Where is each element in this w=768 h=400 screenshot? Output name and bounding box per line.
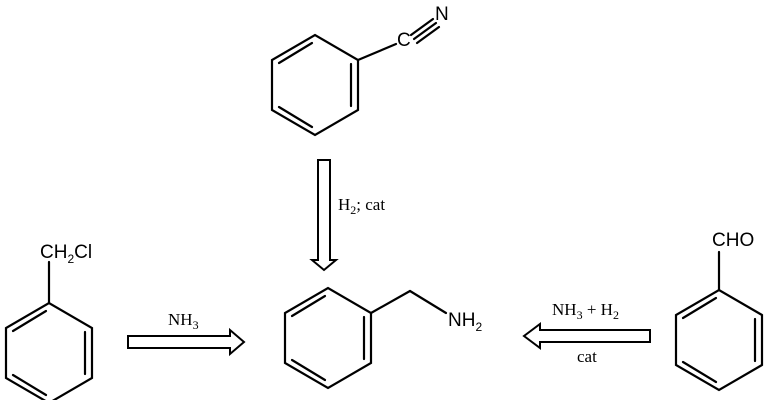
benzylamine-inner-bonds (290, 294, 366, 382)
right-reagent: NH3 + H2 (552, 300, 619, 322)
benzylamine-ring (283, 286, 373, 390)
benzonitrile-c-label: C (397, 30, 411, 51)
benzaldehyde-ring (674, 288, 764, 392)
arrow-down (309, 159, 339, 272)
arrow-left (522, 322, 651, 350)
benzonitrile-n-label: N (435, 4, 449, 25)
benzyl-chloride: CH2Cl (4, 242, 94, 400)
triple-bond (409, 17, 441, 45)
top-reagent: H2; cat (338, 195, 385, 217)
right-catalyst: cat (577, 347, 597, 366)
benzonitrile: C N (270, 4, 449, 137)
benzyl-chloride-label: CH2Cl (40, 242, 92, 266)
benzylamine-n-bond (408, 289, 448, 315)
benzaldehyde-cho-label: CHO (712, 230, 754, 251)
benzylamine: NH2 (283, 286, 482, 390)
benzylamine-ch2-bond (369, 289, 412, 315)
benzaldehyde: CHO (674, 230, 764, 392)
benzonitrile-inner-bonds (277, 41, 353, 129)
benzyl-chloride-inner-bonds (11, 309, 87, 397)
benzylamine-nh2-label: NH2 (448, 310, 482, 334)
benzonitrile-c-bond (356, 42, 398, 62)
arrow-right (127, 327, 246, 357)
left-reagent: NH3 (168, 310, 199, 332)
benzyl-chloride-ring (4, 301, 94, 400)
benzonitrile-ring (270, 33, 360, 137)
benzaldehyde-inner-bonds (681, 296, 757, 384)
